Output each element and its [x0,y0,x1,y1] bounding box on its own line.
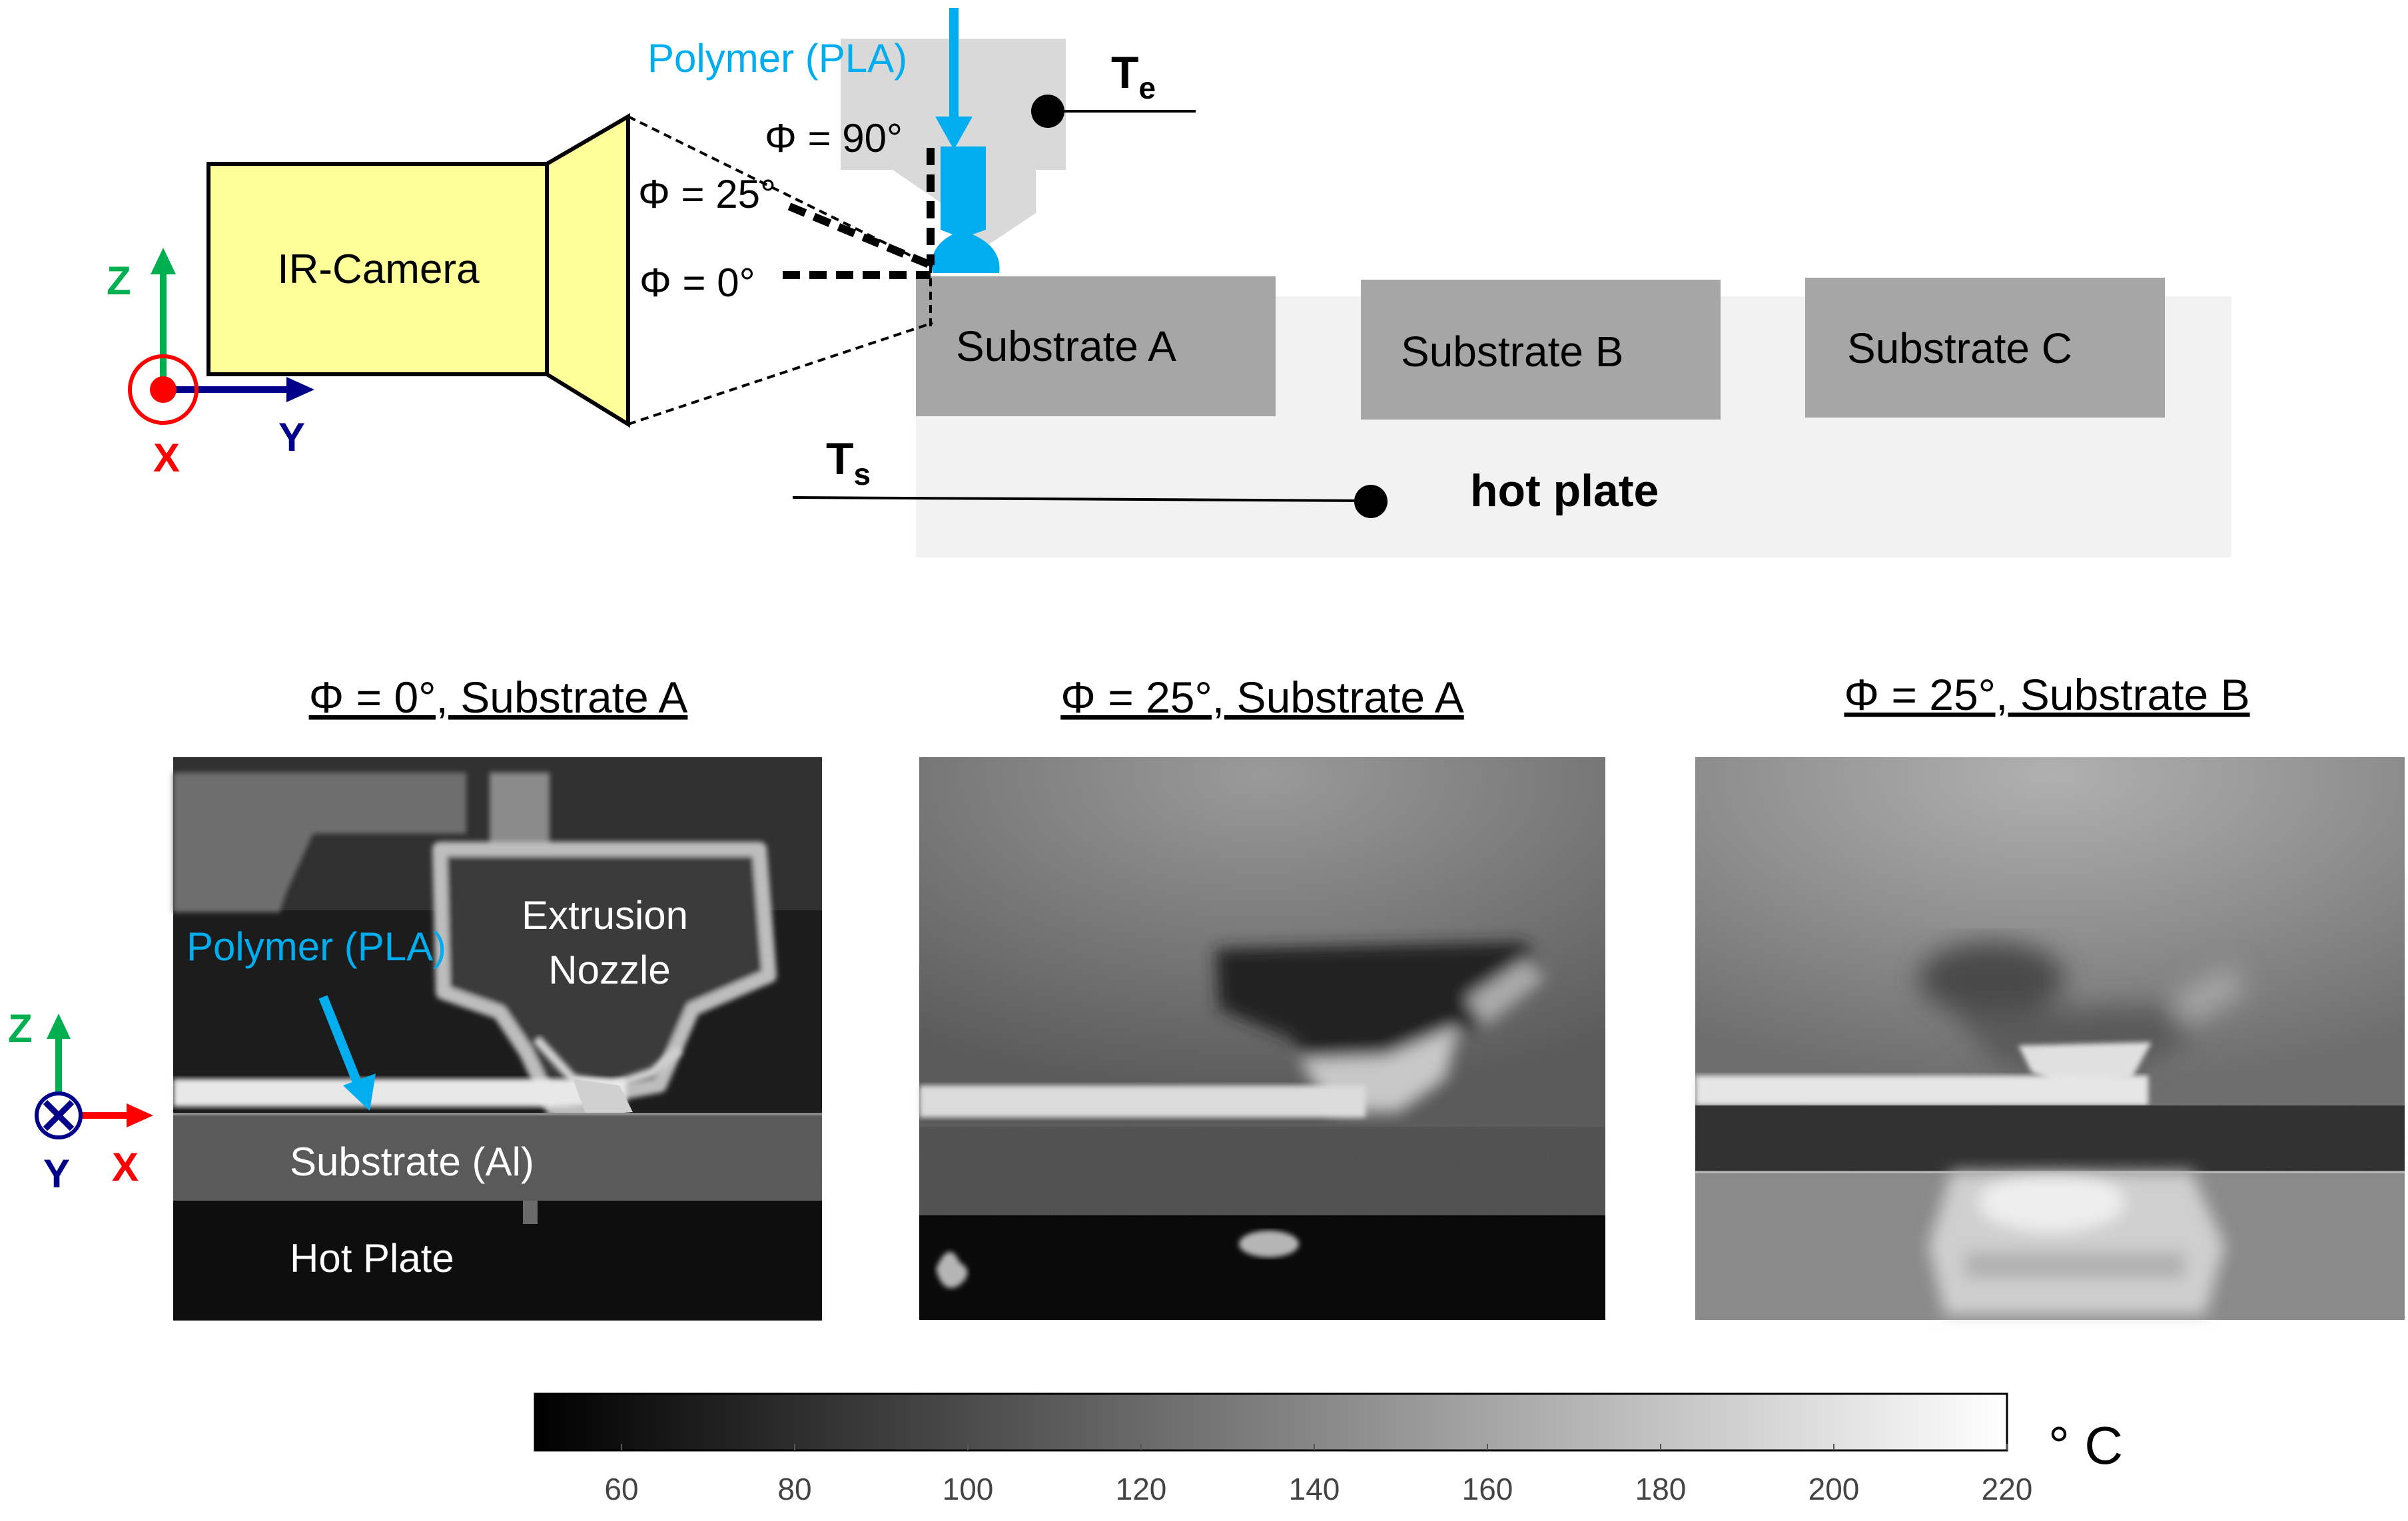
axes2-x-head [127,1103,153,1127]
axis-x-circle [128,354,199,425]
axis-z-head [151,248,176,274]
ir-camera-label: IR-Camera [277,246,480,292]
colorbar-tick-label: 180 [1635,1472,1687,1506]
colorbar-unit: ° C [2048,1416,2123,1475]
colorbar-tick-label: 80 [777,1472,811,1506]
ir-camera-body [206,162,549,376]
polymer-arrow-head [935,117,973,150]
panel-3-title: Φ = 25°, Substrate B [1844,670,2249,719]
panel1-extrusion-label: Extrusion [522,893,688,938]
substrate-b-label: Substrate B [1401,328,1623,376]
colorbar-tick-label: 100 [943,1472,994,1506]
phi-90-label: Φ = 90° [765,116,903,160]
axes2-z-label: Z [8,1006,33,1051]
substrate-b-block [1361,280,1721,420]
thermal-image-1: Polymer (PLA) Extrusion Nozzle Substrate… [173,757,822,1321]
axes2-z-head [47,1014,71,1039]
substrate-a-block [916,276,1276,416]
panel1-hotplate-label: Hot Plate [290,1236,454,1281]
panel1-polymer-arrow-shaft [318,995,364,1091]
axis-y-label: Y [278,415,305,459]
axis-x-label: X [153,436,180,480]
axes-2: Z X Y [8,1006,153,1196]
fov-upper-line [627,115,933,268]
substrate-a-label: Substrate A [956,322,1176,370]
te-label: Te [1111,47,1156,105]
thermal-image-3 [1695,757,2405,1320]
fov-lower-line [627,322,933,426]
colorbar-ticks: 60 80 100 120 140 160 180 200 220 [604,1444,2032,1506]
colorbar-tick-label: 160 [1462,1472,1513,1506]
panel1-substrate-label: Substrate (Al) [290,1139,534,1184]
colorbar-tick-label: 120 [1116,1472,1167,1506]
axes2-y-label: Y [43,1151,70,1196]
polymer-label: Polymer (PLA) [647,36,907,81]
substrate-c-block [1805,278,2165,418]
axis-x-dot [150,376,177,403]
axis-y-head [286,377,314,402]
panel1-nozzle-label: Nozzle [548,948,670,992]
polymer-nozzle [931,147,1000,273]
colorbar-tick-label: 200 [1808,1472,1860,1506]
substrate-c-label: Substrate C [1847,324,2072,372]
colorbar-tick-label: 60 [604,1472,638,1506]
panel-titles: Φ = 0°, Substrate A Φ = 25°, Substrate A… [309,670,2250,722]
ts-label: Ts [826,434,871,491]
axes2-x-label: X [112,1145,139,1189]
colorbar-gradient [534,1392,2008,1452]
ts-sensor-dot [1354,485,1388,518]
colorbar-tick-label: 140 [1289,1472,1340,1506]
phi-0-label: Φ = 0° [639,260,755,305]
panel1-polymer-label: Polymer (PLA) [187,924,446,969]
axis-z-label: Z [107,258,131,303]
colorbar: 60 80 100 120 140 160 180 200 220 ° C [534,1392,2123,1506]
panel-1-title: Φ = 0°, Substrate A [309,673,688,722]
panel-2-title: Φ = 25°, Substrate A [1060,673,1464,722]
panel1-polymer-arrow-head [343,1073,376,1111]
hot-plate-label: hot plate [1470,465,1659,516]
schematic: Substrate A Substrate B Substrate C hot … [107,8,2231,557]
colorbar-tick-label: 220 [1982,1472,2033,1506]
phi-25-label: Φ = 25° [638,172,776,216]
thermal-image-2 [919,757,1605,1320]
ts-lead [792,496,1372,502]
ir-camera-lens [545,113,630,428]
